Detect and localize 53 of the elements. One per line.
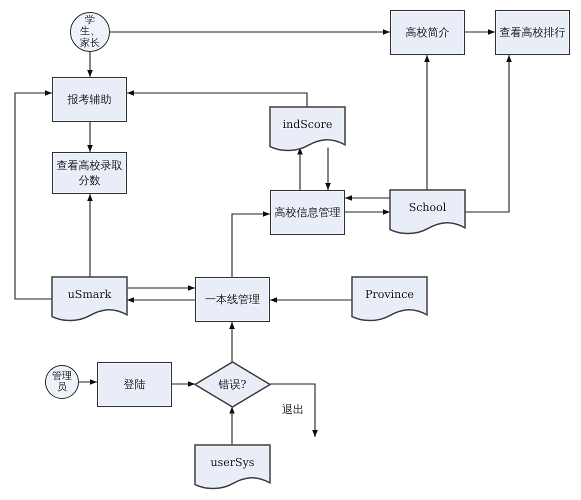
process-box	[270, 190, 345, 235]
arrow	[229, 322, 235, 362]
node-label: 登陆	[122, 376, 146, 392]
node-label: 报考辅助	[66, 92, 112, 108]
document-shape	[390, 190, 465, 235]
actor-circle	[45, 365, 79, 399]
node-label: 高校信息管理	[274, 204, 342, 220]
arrow	[127, 90, 308, 107]
process-box	[495, 10, 570, 55]
arrow	[14, 90, 52, 300]
node-label: 查看高校排行	[498, 24, 566, 40]
arrow	[127, 297, 195, 303]
node-label: uSmark	[66, 287, 112, 302]
document-shape	[52, 277, 127, 322]
document-shape	[352, 277, 427, 322]
process-box	[195, 277, 270, 322]
node-label: 学生、家长	[80, 14, 100, 50]
arrow	[110, 29, 390, 35]
node-label: Province	[364, 287, 415, 302]
decision-diamond	[195, 362, 270, 407]
actor-circle	[70, 12, 110, 52]
arrow	[270, 297, 352, 303]
document-shape	[270, 107, 345, 152]
arrow	[79, 379, 97, 385]
process-box	[97, 362, 172, 407]
edge-label: 退出	[281, 402, 305, 417]
arrow	[229, 406, 235, 445]
arrow	[345, 195, 390, 201]
arrow	[325, 148, 331, 190]
node-label: 管理员	[52, 370, 72, 394]
arrow	[465, 29, 495, 35]
arrow	[127, 285, 195, 291]
arrow	[270, 383, 318, 437]
node-label: 高校简介	[404, 24, 450, 40]
node-label: 错误?	[218, 376, 248, 392]
node-label: userSys	[210, 455, 256, 470]
arrow	[345, 209, 390, 215]
document-shape	[195, 445, 270, 490]
arrow	[87, 122, 93, 152]
process-box	[390, 10, 465, 55]
arrow	[87, 52, 93, 77]
arrow	[297, 148, 303, 190]
node-label: School	[408, 200, 448, 216]
arrow	[231, 211, 270, 277]
arrow	[465, 55, 512, 213]
process-box	[52, 152, 127, 194]
arrow	[87, 194, 93, 277]
arrow	[424, 55, 430, 190]
node-label: 一本线管理	[204, 292, 261, 308]
node-label: indScore	[282, 117, 334, 132]
process-box	[52, 77, 127, 122]
node-label: 查看高校录取分数	[56, 158, 124, 188]
arrow	[172, 381, 195, 387]
